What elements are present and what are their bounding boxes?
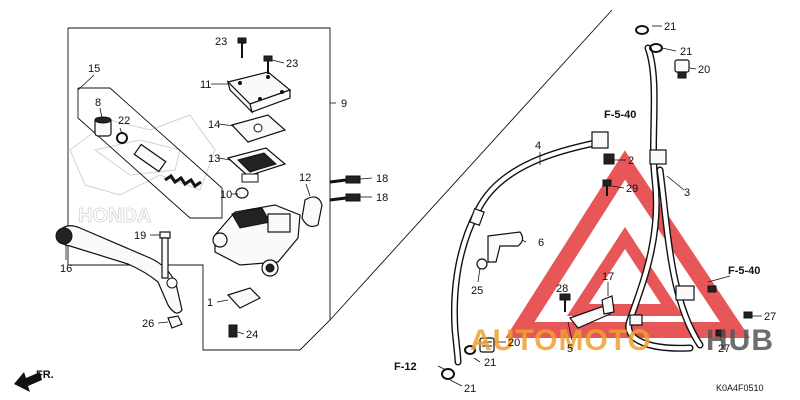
banjo-bolt-top [674, 59, 690, 79]
part-number-23-b: 23 [286, 58, 298, 70]
leader-lines [65, 25, 762, 387]
part-number-28: 28 [556, 283, 568, 295]
part-number-27-a: 27 [764, 311, 776, 323]
piston-cup [94, 116, 112, 137]
right-joint [675, 285, 695, 301]
part-number-19: 19 [134, 230, 146, 242]
part-number-9: 9 [341, 98, 347, 110]
circlip [116, 132, 128, 144]
part-number-22: 22 [118, 115, 130, 127]
part-number-2: 2 [628, 155, 634, 167]
banjo-bolt-bottom [479, 337, 495, 353]
section-references: F-5-40 F-5-40 F-12 [394, 109, 760, 373]
part-number-18-b: 18 [376, 192, 388, 204]
part-number-13: 13 [208, 153, 220, 165]
pivot-bolt [159, 231, 171, 279]
part-number-21-a: 21 [664, 21, 676, 33]
piston-subframe [77, 87, 223, 219]
lever-nut [167, 315, 183, 329]
hose-guide [603, 153, 615, 165]
sealing-washer [441, 368, 455, 380]
dust-boot [235, 187, 249, 199]
holder-bolt [329, 175, 361, 184]
part-number-24: 24 [246, 329, 258, 341]
diagram-code: K0A4F0510 [716, 383, 764, 393]
bracket-clamp [601, 295, 615, 315]
part-number-21-d: 21 [464, 383, 476, 395]
part-number-4: 4 [535, 140, 541, 152]
watermark-text: AUTOMOTO HUB [470, 324, 774, 357]
part-labels: 15 8 22 11 14 13 10 23 23 9 12 18 18 16 … [60, 21, 776, 395]
part-number-14: 14 [208, 119, 220, 131]
ref-f-5-40-lower: F-5-40 [728, 265, 760, 277]
hose-clamp [487, 231, 524, 263]
part-number-3: 3 [684, 187, 690, 199]
sealing-washer [464, 345, 476, 355]
brake-lever [55, 225, 183, 314]
part-number-25: 25 [471, 285, 483, 297]
diaphragm [226, 147, 287, 183]
holder-bolt [329, 193, 361, 202]
part-number-1: 1 [207, 297, 213, 309]
watermark-word-automoto: AUTOMOTO [470, 324, 652, 357]
direction-label: FR. [36, 369, 54, 381]
sealing-washer [649, 43, 663, 53]
part-number-10: 10 [220, 189, 232, 201]
part-number-17: 17 [602, 271, 614, 283]
cap-screw [263, 55, 273, 74]
watermark-word-hub: HUB [706, 324, 774, 357]
part-number-15: 15 [88, 63, 100, 75]
part-number-29: 29 [626, 183, 638, 195]
brand-logo-text: HONDA [78, 205, 151, 227]
ref-f-5-40-upper: F-5-40 [604, 109, 636, 121]
part-number-20-b: 20 [508, 337, 520, 349]
brake-hose-lower [451, 131, 609, 366]
cap-plate [230, 114, 287, 143]
part-number-5: 5 [567, 343, 573, 355]
piston-set [133, 143, 202, 189]
part-number-18-a: 18 [376, 173, 388, 185]
part-number-11: 11 [200, 79, 211, 91]
part-number-16: 16 [60, 263, 72, 275]
cap-screw [237, 37, 247, 58]
guide-bolt [602, 179, 612, 196]
sealing-washer [635, 25, 649, 35]
ref-f-12: F-12 [394, 361, 417, 373]
part-number-23-a: 23 [215, 36, 227, 48]
part-number-20-a: 20 [698, 64, 710, 76]
part-number-26: 26 [142, 318, 154, 330]
part-number-21-c: 21 [484, 357, 496, 369]
stop-switch [226, 287, 262, 338]
hose-joint-clamp [569, 305, 611, 329]
part-number-8: 8 [95, 97, 101, 109]
part-number-6: 6 [538, 237, 544, 249]
reservoir-cap [226, 71, 292, 114]
part-number-21-b: 21 [680, 46, 692, 58]
part-number-12: 12 [299, 172, 311, 184]
brand-logo: HONDA [69, 114, 216, 227]
assembly-frame [67, 27, 331, 351]
clamp-bolt [559, 293, 571, 312]
part-number-27-b: 27 [718, 343, 730, 355]
holder-clamp [301, 196, 323, 228]
master-cylinder-body [212, 204, 301, 277]
clamp-nut [476, 258, 488, 270]
brake-hose-upper [625, 44, 704, 352]
direction-arrow [14, 372, 42, 392]
